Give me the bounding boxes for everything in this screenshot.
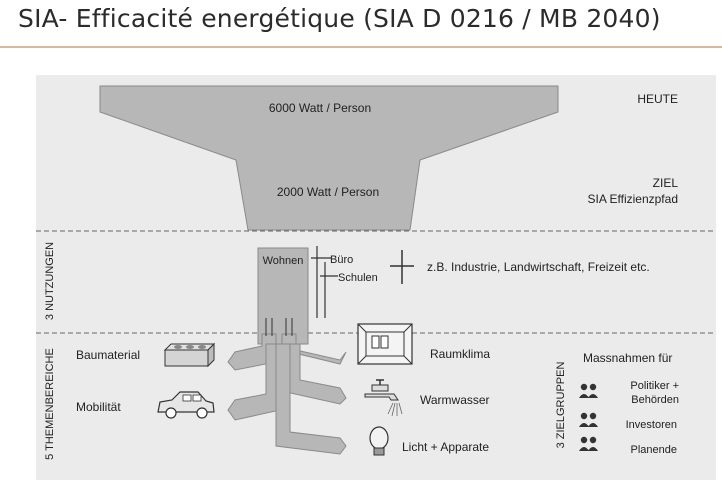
arrow-warmwasser [285, 343, 347, 405]
massnahmen-heading: Massnahmen für [583, 351, 672, 365]
funnel-bottom-value: 2000 Watt / Person [277, 185, 379, 199]
licht-label: Licht + Apparate [402, 440, 489, 454]
car-icon [157, 391, 215, 419]
other-uses-label: z.B. Industrie, Landwirtschaft, Freizeit… [427, 260, 650, 274]
lightbulb-icon [369, 426, 389, 456]
raumklima-label: Raumklima [430, 347, 490, 361]
faucet-icon [364, 379, 403, 417]
warmwasser-label: Warmwasser [420, 393, 490, 407]
band-label-nutzungen: 3 NUTZUNGEN [44, 242, 56, 320]
effizienzpfad-label: SIA Effizienzpfad [587, 192, 678, 206]
wohnen-label: Wohnen [263, 255, 304, 267]
buero-label: Büro [330, 254, 353, 266]
people-icon-investoren [579, 412, 598, 427]
schulen-label: Schulen [338, 272, 378, 284]
brick-icon [163, 342, 216, 368]
investoren-label: Investoren [626, 419, 677, 431]
band-label-zielgruppen: 3 ZIELGRUPPEN [555, 362, 567, 449]
planende-label: Planende [631, 444, 678, 456]
room-icon [357, 323, 413, 365]
mobilitaet-label: Mobilität [76, 400, 121, 414]
funnel-top-value: 6000 Watt / Person [269, 101, 371, 115]
ziel-label: ZIEL [653, 176, 679, 190]
funnel-shape [99, 85, 559, 231]
title-divider [0, 46, 722, 48]
politiker-label-line2: Behörden [631, 394, 679, 406]
branching-arrows [227, 333, 347, 455]
heute-label: HEUTE [637, 92, 678, 106]
page-title: SIA- Efficacité energétique (SIA D 0216 … [18, 4, 661, 33]
people-icon-politiker [579, 383, 598, 398]
politiker-label-line1: Politiker + [630, 380, 679, 392]
band-label-themenbereiche: 5 THEMENBEREICHE [44, 348, 56, 460]
branch-guide-lines [265, 318, 293, 336]
arrow-baumaterial [227, 333, 277, 371]
people-icon-planende [579, 436, 598, 451]
arrow-licht [275, 343, 347, 455]
baumaterial-label: Baumaterial [76, 348, 140, 362]
